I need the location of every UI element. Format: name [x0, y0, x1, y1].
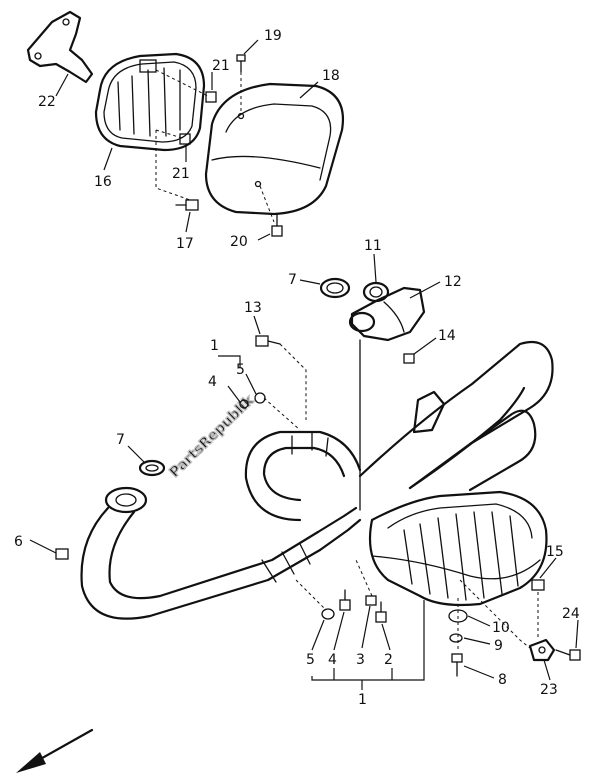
bolt-20 — [271, 213, 283, 237]
gasket-11 — [362, 281, 390, 303]
front-direction-arrow-icon — [16, 728, 94, 773]
nut-6 — [55, 548, 69, 560]
screw-19 — [236, 54, 246, 73]
callout-17: 17 — [176, 236, 194, 252]
exhaust-joint-12 — [348, 286, 426, 342]
callout-11: 11 — [364, 238, 382, 254]
bolt-24 — [555, 649, 581, 661]
callout-4-lower: 4 — [328, 652, 337, 668]
bolt-4-lower — [339, 589, 351, 611]
callout-1-upper: 1 — [210, 338, 219, 354]
side-cover-bracket — [26, 10, 94, 84]
callout-5-upper: 5 — [236, 362, 245, 378]
muffler-tubes — [358, 340, 554, 492]
callout-1-lower: 1 — [358, 692, 367, 708]
bolt-17 — [175, 199, 199, 211]
callout-18: 18 — [322, 68, 340, 84]
exhaust-flange — [104, 486, 148, 514]
nut-3 — [365, 595, 377, 606]
callout-21-lower: 21 — [172, 166, 190, 182]
nut-21-upper — [205, 91, 217, 103]
muffler-shell — [368, 490, 548, 607]
washer-4-upper — [239, 399, 249, 409]
callout-7-upper: 7 — [288, 272, 297, 288]
callout-2: 2 — [384, 652, 393, 668]
rear-pipe-loop — [244, 430, 362, 522]
exhaust-pipe — [80, 506, 362, 620]
callout-7-lower: 7 — [116, 432, 125, 448]
callout-5-lower: 5 — [306, 652, 315, 668]
callout-8: 8 — [498, 672, 507, 688]
callout-15: 15 — [546, 544, 564, 560]
callout-4-upper: 4 — [208, 374, 217, 390]
gasket-7-lower — [138, 459, 166, 477]
callout-20: 20 — [230, 234, 248, 250]
callout-13: 13 — [244, 300, 262, 316]
nut-14 — [403, 353, 415, 364]
side-cover-frame — [94, 52, 206, 152]
callout-22: 22 — [38, 94, 56, 110]
washer-5-lower — [321, 608, 335, 620]
callout-labels: 19 21 18 22 16 21 17 20 11 7 12 13 14 1 … — [14, 28, 580, 708]
washer-9 — [449, 633, 463, 643]
callout-19: 19 — [264, 28, 282, 44]
gasket-7-upper — [319, 277, 351, 299]
leader-lines — [29, 39, 579, 690]
callout-21-upper: 21 — [212, 58, 230, 74]
callout-6: 6 — [14, 534, 23, 550]
side-cover — [204, 82, 345, 216]
callout-14: 14 — [438, 328, 456, 344]
washer-5-upper — [254, 392, 266, 404]
callout-3: 3 — [356, 652, 365, 668]
bolt-13 — [255, 335, 281, 347]
callout-9: 9 — [494, 638, 503, 654]
callout-12: 12 — [444, 274, 462, 290]
callout-16: 16 — [94, 174, 112, 190]
callout-10: 10 — [492, 620, 510, 636]
watermark-text: PartsRepublik — [167, 392, 258, 481]
callout-23: 23 — [540, 682, 558, 698]
callout-24: 24 — [562, 606, 580, 622]
bolt-2 — [375, 601, 387, 623]
bracket-23 — [528, 638, 556, 662]
nut-21-lower — [179, 133, 191, 145]
bolt-8 — [451, 653, 463, 677]
nut-15 — [531, 579, 545, 591]
